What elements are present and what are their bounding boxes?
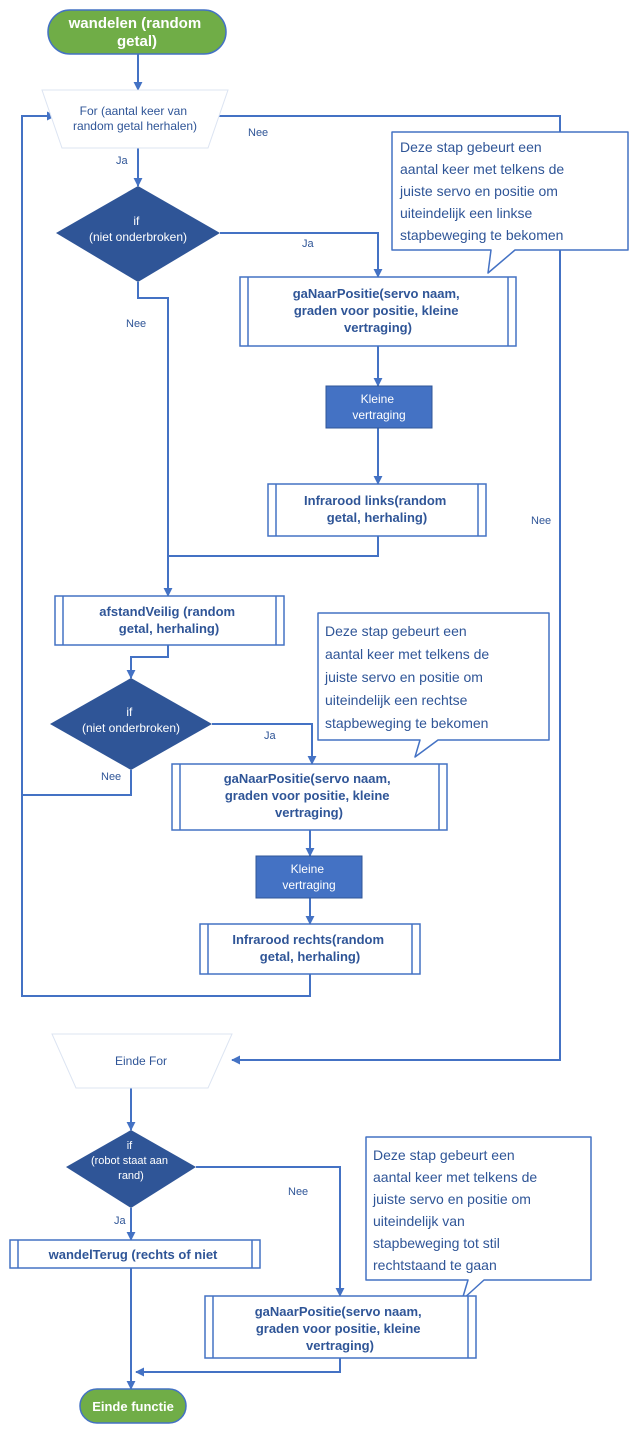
if3-label: if (robot staat aan rand) [91,1140,171,1182]
node-texts: wandelen (random getal) For (aantal keer… [48,15,464,1414]
if1-label: if (niet onderbroken) [89,214,187,244]
delay2-shape [255,855,363,899]
callout-shapes [317,131,629,1301]
for-start-label: For (aantal keer van random getal herhal… [73,104,197,133]
if3-diamond-shape [66,1130,196,1208]
edge-proc2-merge [168,536,379,557]
callout-2-shape [317,612,550,758]
edge-proc3-to-if2 [126,645,169,679]
edge-if2-ja [212,723,317,765]
connectors [21,54,561,1390]
proc2-label: Infrarood links(random getal, herhaling) [304,493,450,525]
for-start-shape [41,89,229,149]
end-label: Einde functie [92,1399,174,1414]
for-ja-label: Ja [116,155,129,167]
edge-proc7-merge [135,1358,341,1377]
proc1-label: gaNaarPositie(servo naam, graden voor po… [293,286,464,335]
proc2-shape [267,483,487,537]
delay1-shape [325,385,433,429]
start-terminator-shape [47,9,227,55]
if2-label: if (niet onderbroken) [82,705,180,735]
start-label: wandelen (random getal) [68,15,206,50]
proc7-label: gaNaarPositie(servo naam, graden voor po… [255,1304,426,1353]
if2-diamond-shape [50,678,212,770]
proc6-shape [9,1239,261,1269]
if3-ja-label: Ja [114,1215,127,1227]
if1-ja-label: Ja [302,238,315,250]
proc3-shape [54,595,285,646]
edge-if1-nee [137,282,173,597]
edge-if3-nee [196,1166,345,1297]
edge-if1-ja [220,232,383,278]
edge-for-nee-to-einde [208,115,561,1065]
if1-diamond-shape [56,186,220,282]
callout-1-text: Deze stap gebeurt een aantal keer met te… [399,139,568,243]
proc5-shape [199,923,421,975]
if2-nee-label: Nee [101,771,121,783]
for-nee-side-label: Nee [531,515,551,527]
callout-1-shape [391,131,629,274]
callout-texts: Deze stap gebeurt een aantal keer met te… [324,139,568,1273]
callout-3-shape [365,1136,592,1301]
proc6-label: wandelTerug (rechts of niet [48,1247,218,1262]
delay1-label: Kleine vertraging [352,392,405,422]
if1-nee-label: Nee [126,318,146,330]
proc4-label: gaNaarPositie(servo naam, graden voor po… [224,771,395,820]
if2-ja-label: Ja [264,730,277,742]
for-end-shape [51,1033,233,1089]
end-terminator-shape [79,1388,187,1424]
for-nee-top-label: Nee [248,127,268,139]
proc4-shape [171,763,448,831]
proc1-shape [239,276,517,347]
node-shapes [9,9,517,1424]
callout-2-text: Deze stap gebeurt een aantal keer met te… [324,623,493,731]
proc3-label: afstandVeilig (random getal, herhaling) [99,604,238,636]
edge-if2-nee [22,770,132,796]
if3-nee-label: Nee [288,1186,308,1198]
delay2-label: Kleine vertraging [282,862,335,892]
edge-labels: Ja Nee Nee Ja Nee Ja Nee Ja Nee [101,127,551,1227]
callout-3-text: Deze stap gebeurt een aantal keer met te… [372,1147,541,1273]
for-end-label: Einde For [115,1054,167,1068]
edge-proc5-loop-back [21,111,311,997]
proc5-label: Infrarood rechts(random getal, herhaling… [232,932,387,964]
proc7-shape [204,1295,477,1359]
